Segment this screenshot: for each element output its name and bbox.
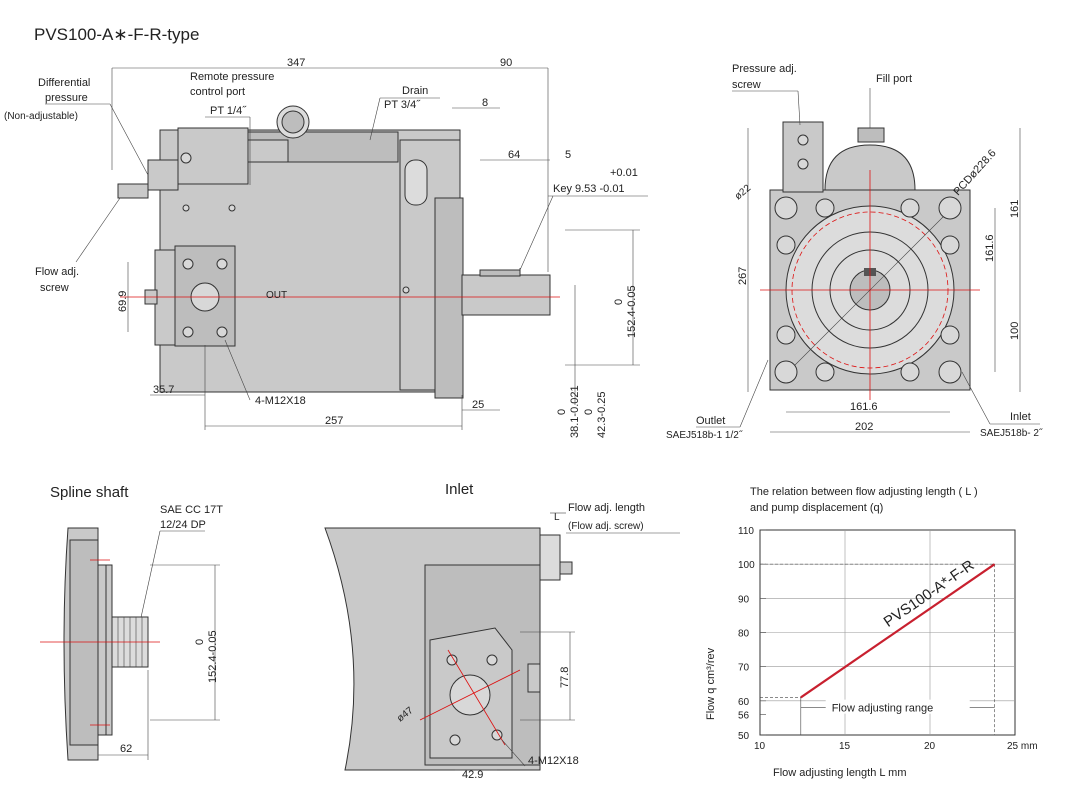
shaft-dim-152: 152.4-0.05 [626,285,638,338]
chart-title-line2: and pump displacement (q) [750,502,883,514]
spline-spec1: SAE CC 17T [160,504,223,516]
drive-shaft [461,274,551,316]
dim-64: 64 [508,149,520,161]
label-pressure-screw: screw [732,79,761,91]
x-tick-label: 20 [924,741,936,752]
dim-347: 347 [287,57,305,69]
label-remote: Remote pressure [190,71,274,83]
series-line [800,563,996,699]
flow-chart: The relation between flow adjusting leng… [705,486,1038,779]
spline-dim-152: 152.4-0.05 [207,630,219,683]
label-d22: ø22 [733,183,754,203]
y-tick-label: 80 [738,629,750,640]
label-inlet: Inlet [1010,411,1031,423]
label-pressure-adj: Pressure adj. [732,63,797,75]
inlet-title: Inlet [445,481,474,498]
dim-357: 35.7 [153,384,174,396]
dim-8: 8 [482,97,488,109]
label-differential: Differential [38,77,90,89]
label-flow-adj: Flow adj. [35,266,79,278]
label-non-adjustable: (Non-adjustable) [4,111,78,122]
chart-grid: 10 15 20 25 mm 50 56 60 70 80 90 100 110 [738,526,1038,752]
y-tick-label: 50 [738,731,750,742]
dim-699: 69.9 [117,291,129,312]
label-outlet: Outlet [696,415,725,427]
spline-tolerance: 0 [194,639,206,645]
page-title: PVS100-A∗-F-R-type [34,25,199,44]
dim-100: 100 [1009,322,1021,340]
dim-423: 42.3-0.25 [596,392,608,438]
range-label-bg [825,699,970,714]
chart-title-line1: The relation between flow adjusting leng… [750,486,978,498]
dim-429: 42.9 [462,769,483,781]
dim-778: 77.8 [559,667,571,688]
label-pcd: PCDø228.6 [951,147,998,198]
label-fill-port: Fill port [876,73,912,85]
pump-front-view: 347 90 8 OUT 64 5 [4,57,648,438]
spline-shaft-view: Spline shaft SAE CC 17T 12/24 DP 0 152.4… [40,484,223,761]
pressure-adj-block [782,121,824,193]
label-drain: Drain [402,85,428,97]
label-pt34: PT 3/4˝ [384,99,421,111]
y-tick-label: 56 [738,711,750,722]
dim-62: 62 [120,743,132,755]
dim-25: 25 [472,399,484,411]
dim-202: 202 [855,421,873,433]
pump-side-view: 267 161 161.6 100 161.6 202 Pressure adj… [666,63,1043,441]
dim-1616-vertical: 161.6 [984,234,996,262]
y-tick-label: 60 [738,697,750,708]
dim-5: 5 [565,149,571,161]
out-label: OUT [266,290,287,301]
y-tick-label: 70 [738,663,750,674]
chart-ylabel: Flow q cm³/rev [705,647,717,720]
key-tolerance: +0.01 [610,167,638,179]
dim-161: 161 [1009,200,1021,218]
dim-381: 38.1-0.021 [569,385,581,438]
dim-423-tol: 0 [583,409,595,415]
label-pt14: PT 1/4˝ [210,105,247,117]
label-bolts-top: 4-M12X18 [255,395,306,407]
x-tick-label: 10 [754,741,766,752]
label-inlet-spec: SAEJ518b- 2˝ [980,427,1043,439]
dim-381-tol: 0 [556,409,568,415]
chart-xlabel: Flow adjusting length L mm [773,767,907,779]
label-flow-len: Flow adj. length [568,502,645,514]
control-block [177,127,249,185]
label-flow-screw: (Flow adj. screw) [568,521,644,532]
spline-title: Spline shaft [50,484,129,501]
dim-257: 257 [325,415,343,427]
label-flow-screw: screw [40,282,69,294]
y-tick-label: 100 [738,560,755,571]
range-label: Flow adjusting range [832,703,934,715]
label-L: L [554,512,560,523]
flange-bolt-holes [774,196,962,384]
label-control-port: control port [190,86,245,98]
dim-267: 267 [737,267,749,285]
key-dim: Key 9.53 -0.01 [553,183,625,195]
spline-spec2: 12/24 DP [160,519,206,531]
y-tick-label: 110 [738,526,754,537]
inlet-view: Inlet 77.8 ø47 42.9 4-M12X18 L Flow adj.… [324,481,680,781]
label-pressure: pressure [45,92,88,104]
label-outlet-spec: SAEJ518b-1 1/2˝ [666,429,743,441]
shaft-tolerance: 0 [613,299,625,305]
y-tick-label: 90 [738,594,750,605]
x-tick-label: 15 [839,741,851,752]
dim-1616-horizontal: 161.6 [850,401,878,413]
x-unit-label: 25 mm [1007,741,1038,752]
dim-90: 90 [500,57,512,69]
label-bolts-inlet: 4-M12X18 [528,755,579,767]
